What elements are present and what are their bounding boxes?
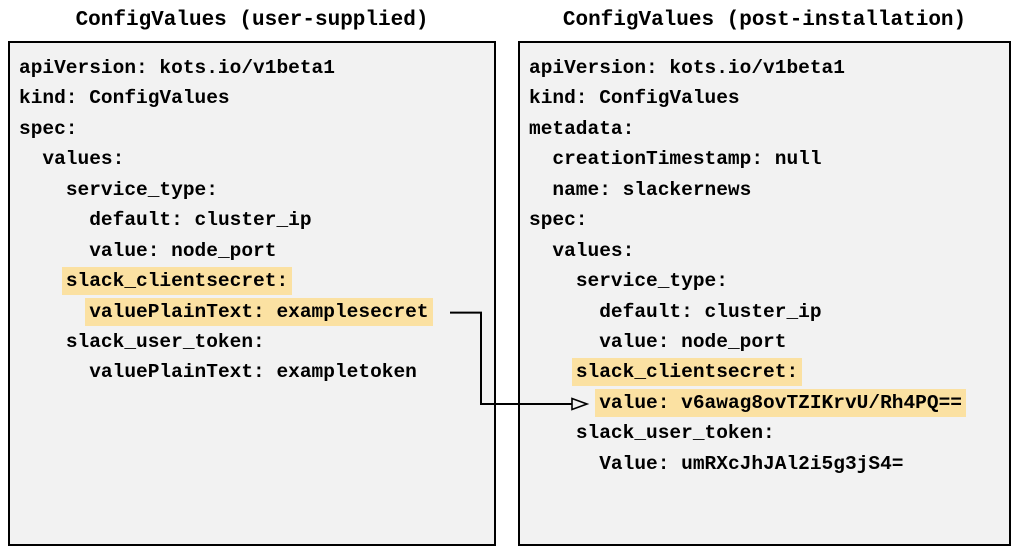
- yaml-text: default: cluster_ip: [89, 209, 312, 232]
- code-line: kind: ConfigValues: [529, 83, 1009, 113]
- code-line: kind: ConfigValues: [19, 83, 494, 113]
- code-line: valuePlainText: exampletoken: [19, 357, 494, 387]
- left-yaml-code: apiVersion: kots.io/v1beta1 kind: Config…: [10, 43, 494, 388]
- code-line: creationTimestamp: null: [529, 144, 1009, 174]
- yaml-text: kind: ConfigValues: [529, 87, 740, 110]
- yaml-text: metadata:: [529, 117, 635, 140]
- code-line: default: cluster_ip: [529, 297, 1009, 327]
- code-line-highlighted: slack_clientsecret:: [529, 357, 1009, 387]
- code-line: values:: [19, 144, 494, 174]
- yaml-indent: [529, 422, 576, 444]
- code-line: value: node_port: [529, 327, 1009, 357]
- yaml-text: name: slackernews: [552, 178, 752, 201]
- yaml-text-highlight: value: v6awag8ovTZIKrvU/Rh4PQ==: [595, 388, 966, 417]
- yaml-text: spec:: [19, 117, 78, 140]
- right-yaml-code: apiVersion: kots.io/v1beta1 kind: Config…: [520, 43, 1009, 479]
- code-line-highlighted: value: v6awag8ovTZIKrvU/Rh4PQ==: [529, 388, 1009, 418]
- code-line-highlighted: valuePlainText: examplesecret: [19, 297, 494, 327]
- yaml-indent: [19, 361, 89, 383]
- left-panel-title: ConfigValues (user-supplied): [75, 9, 429, 32]
- left-panel-user-supplied: apiVersion: kots.io/v1beta1 kind: Config…: [8, 41, 496, 546]
- yaml-text-highlight: valuePlainText: examplesecret: [85, 297, 433, 326]
- yaml-text: slack_user_token:: [575, 422, 775, 445]
- yaml-indent: [529, 392, 599, 414]
- code-line: values:: [529, 236, 1009, 266]
- yaml-text: creationTimestamp: null: [552, 148, 822, 171]
- code-line: spec:: [19, 114, 494, 144]
- yaml-text: spec:: [529, 209, 588, 232]
- yaml-text: Value: umRXcJhJAl2i5g3jS4=: [599, 452, 904, 475]
- code-line: service_type:: [19, 175, 494, 205]
- yaml-indent: [529, 301, 599, 323]
- yaml-indent: [529, 361, 576, 383]
- yaml-indent: [529, 240, 552, 262]
- right-panel-post-installation: apiVersion: kots.io/v1beta1 kind: Config…: [518, 41, 1011, 546]
- yaml-indent: [19, 240, 89, 262]
- yaml-text: apiVersion: kots.io/v1beta1: [529, 57, 845, 79]
- code-line: slack_user_token:: [19, 327, 494, 357]
- yaml-text: service_type:: [575, 270, 728, 293]
- code-line: apiVersion: kots.io/v1beta1: [19, 53, 494, 83]
- code-line: Value: umRXcJhJAl2i5g3jS4=: [529, 449, 1009, 479]
- yaml-text: service_type:: [65, 178, 218, 201]
- yaml-text: slack_user_token:: [65, 330, 265, 353]
- code-line: name: slackernews: [529, 175, 1009, 205]
- yaml-indent: [19, 270, 66, 292]
- yaml-indent: [19, 331, 66, 353]
- yaml-text: values:: [552, 239, 635, 262]
- yaml-indent: [19, 179, 66, 201]
- code-line-highlighted: slack_clientsecret:: [19, 266, 494, 296]
- yaml-indent: [529, 453, 599, 475]
- code-line: default: cluster_ip: [19, 205, 494, 235]
- yaml-text-highlight: slack_clientsecret:: [61, 267, 293, 296]
- code-line: slack_user_token:: [529, 418, 1009, 448]
- yaml-indent: [529, 179, 552, 201]
- yaml-text-highlight: slack_clientsecret:: [571, 358, 803, 387]
- yaml-indent: [19, 148, 42, 170]
- yaml-indent: [19, 209, 89, 231]
- code-line: spec:: [529, 205, 1009, 235]
- yaml-text: value: node_port: [599, 330, 787, 353]
- right-panel-title: ConfigValues (post-installation): [562, 9, 967, 32]
- yaml-indent: [529, 270, 576, 292]
- code-line: value: node_port: [19, 236, 494, 266]
- yaml-text: kind: ConfigValues: [19, 87, 230, 110]
- yaml-indent: [19, 301, 89, 323]
- code-line: apiVersion: kots.io/v1beta1: [529, 53, 1009, 83]
- yaml-indent: [529, 148, 552, 170]
- yaml-indent: [529, 331, 599, 353]
- yaml-text: value: node_port: [89, 239, 277, 262]
- yaml-text: apiVersion: kots.io/v1beta1: [19, 57, 335, 79]
- code-line: service_type:: [529, 266, 1009, 296]
- yaml-text: values:: [42, 148, 125, 171]
- yaml-text: default: cluster_ip: [599, 300, 822, 323]
- code-line: metadata:: [529, 114, 1009, 144]
- yaml-text: valuePlainText: exampletoken: [89, 361, 417, 384]
